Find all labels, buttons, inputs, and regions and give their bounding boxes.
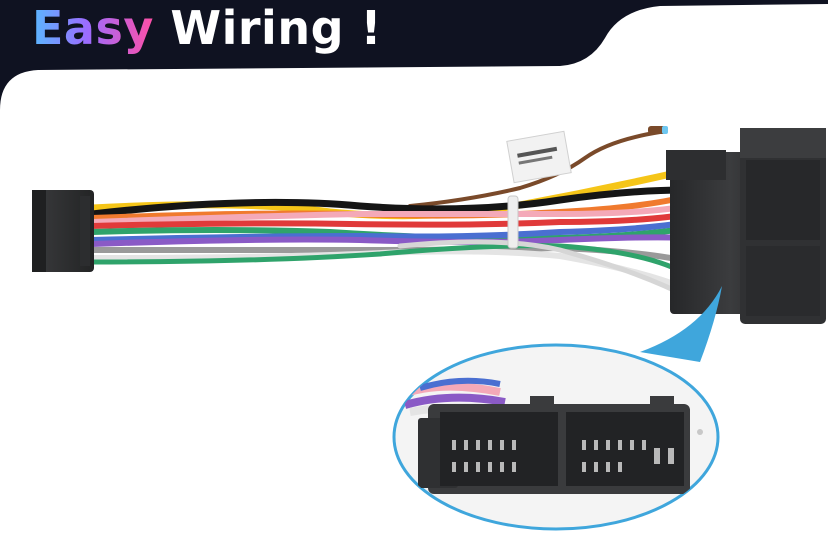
wire-brown [408, 130, 662, 208]
connector-socket-icon [666, 128, 826, 324]
wire-purple [89, 234, 693, 247]
headline: Easy Wiring ! [32, 0, 382, 56]
magnify-callout-icon [392, 343, 720, 531]
connector-plug-icon [32, 190, 94, 272]
callout-tail [640, 286, 722, 362]
wire-end-cap [648, 126, 666, 134]
wire-blue [89, 219, 693, 243]
wire-pink [89, 203, 693, 225]
wire-white [89, 248, 693, 293]
headline-word-easy: Easy [32, 1, 154, 55]
wire-red [89, 211, 693, 229]
headline-word-wiring: Wiring ! [170, 1, 382, 55]
wire-white-2 [397, 239, 693, 301]
wire-green-2 [89, 243, 693, 279]
wire-black [88, 186, 689, 218]
label-tag [506, 130, 572, 184]
zip-tie [507, 195, 519, 249]
wire-bundle [88, 130, 693, 301]
